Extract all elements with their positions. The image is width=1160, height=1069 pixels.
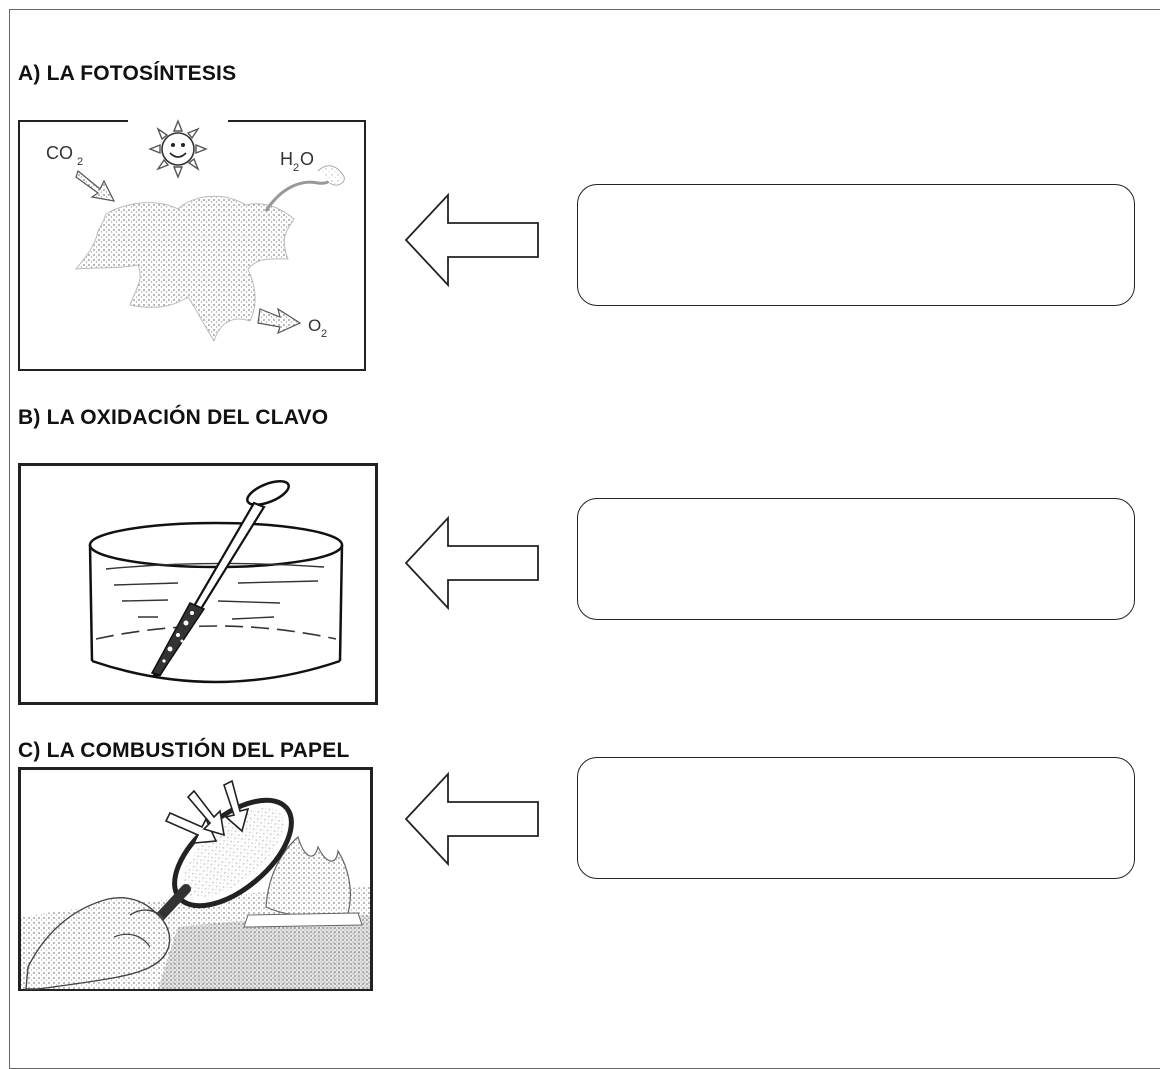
co2-subscript: 2: [77, 156, 83, 168]
section-b-title: B) LA OXIDACIÓN DEL CLAVO: [18, 406, 329, 429]
section-a-title: A) LA FOTOSÍNTESIS: [18, 62, 237, 85]
answer-box-c[interactable]: [577, 757, 1135, 879]
nail-in-water-drawing: [18, 463, 378, 705]
left-arrow-icon: [404, 515, 540, 611]
co2-label: CO: [46, 143, 73, 163]
h2o-h-label: H: [280, 149, 293, 169]
photosynthesis-drawing: CO 2 H 2 O O 2: [18, 119, 366, 371]
h2o-o-label: O: [300, 149, 314, 169]
leaf-shape: [74, 195, 295, 343]
glass-rim: [88, 521, 344, 569]
nail-shape: [150, 480, 290, 677]
section-c-title: C) LA COMBUSTIÓN DEL PAPEL: [18, 739, 350, 762]
left-arrow-icon: [404, 771, 540, 867]
nail-oxidation-illustration: [18, 463, 378, 705]
light-ray-arrows: [164, 779, 250, 844]
o2-label: O: [308, 316, 321, 335]
hand-shape: [25, 897, 171, 990]
magnifier-burning-paper-drawing: [18, 767, 373, 991]
paper-combustion-illustration: [18, 767, 373, 991]
photosynthesis-illustration: CO 2 H 2 O O 2: [18, 119, 366, 371]
magnifying-glass-icon: [153, 797, 294, 924]
o2-arrow-icon: [257, 307, 302, 335]
water-lines: [105, 562, 325, 620]
answer-box-b[interactable]: [577, 498, 1135, 620]
co2-arrow-icon: [75, 169, 116, 202]
o2-subscript: 2: [321, 328, 327, 340]
sun-icon: [148, 119, 208, 179]
h2o-subscript: 2: [293, 162, 299, 174]
left-arrow-icon: [404, 192, 540, 288]
answer-box-a[interactable]: [577, 184, 1135, 306]
